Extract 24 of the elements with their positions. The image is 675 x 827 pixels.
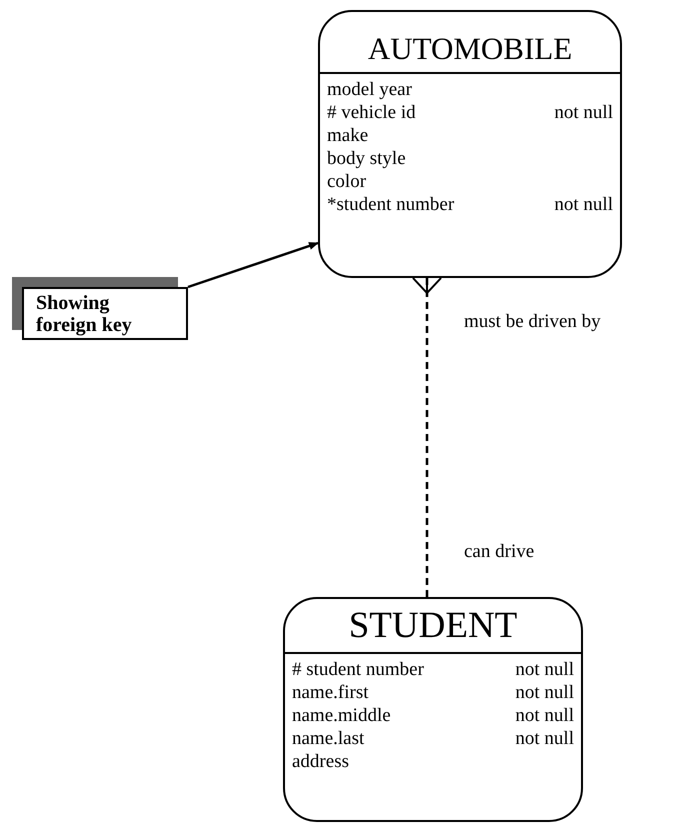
attribute-name: body style [327,147,406,170]
attribute-name: *student number [327,193,454,216]
note-text: Showing foreign key [36,292,133,336]
attribute-name: color [327,170,366,193]
entity-box [283,597,583,822]
attribute-constraint: not null [515,658,574,681]
attribute-name: model year [327,78,412,101]
attribute-name: name.last [292,727,364,750]
attribute-constraint: not null [515,704,574,727]
attribute-constraint: not null [515,681,574,704]
entity-name: AUTOMOBILE [368,33,572,68]
attribute-constraint: not null [554,101,613,124]
entity-name: STUDENT [348,607,518,648]
attribute-name: address [292,750,349,773]
entity-box [318,10,622,278]
attribute-name: # vehicle id [327,101,416,124]
attribute-name: # student number [292,658,424,681]
attribute-name: make [327,124,368,147]
leader-arrow [188,242,319,288]
attribute-name: name.middle [292,704,391,727]
relationship-line [412,277,442,597]
attribute-constraint: not null [554,193,613,216]
attribute-constraint: not null [515,727,574,750]
attribute-name: name.first [292,681,369,704]
